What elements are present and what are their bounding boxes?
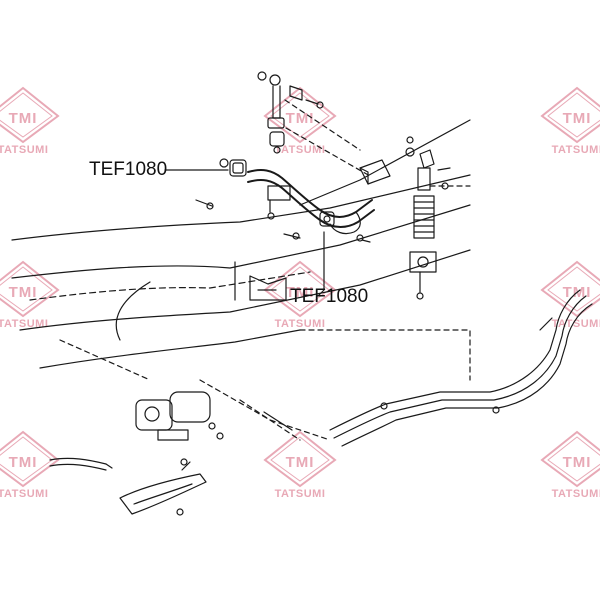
- mount-bracket: [359, 159, 391, 185]
- stabilizer-bushing-right: [319, 211, 335, 227]
- stabilizer-bar: [247, 169, 375, 235]
- part-number-callout: TEF1080: [290, 286, 369, 307]
- fuel-brake-lines: [329, 289, 593, 447]
- bolts: [195, 199, 371, 243]
- chassis-frame: [11, 119, 471, 369]
- actuator-unit: [135, 391, 293, 441]
- shock-absorber: [405, 136, 451, 300]
- bushing-bracket: [249, 185, 291, 301]
- stabilizer-bushing-left: [219, 158, 247, 177]
- part-number-callout: TEF1080: [89, 159, 168, 180]
- lower-cover-bracket: [119, 458, 207, 516]
- wiring-harness: [49, 457, 113, 471]
- stabilizer-link: [257, 71, 324, 154]
- leader-lines: [59, 99, 471, 441]
- callout-leaders: [164, 169, 325, 297]
